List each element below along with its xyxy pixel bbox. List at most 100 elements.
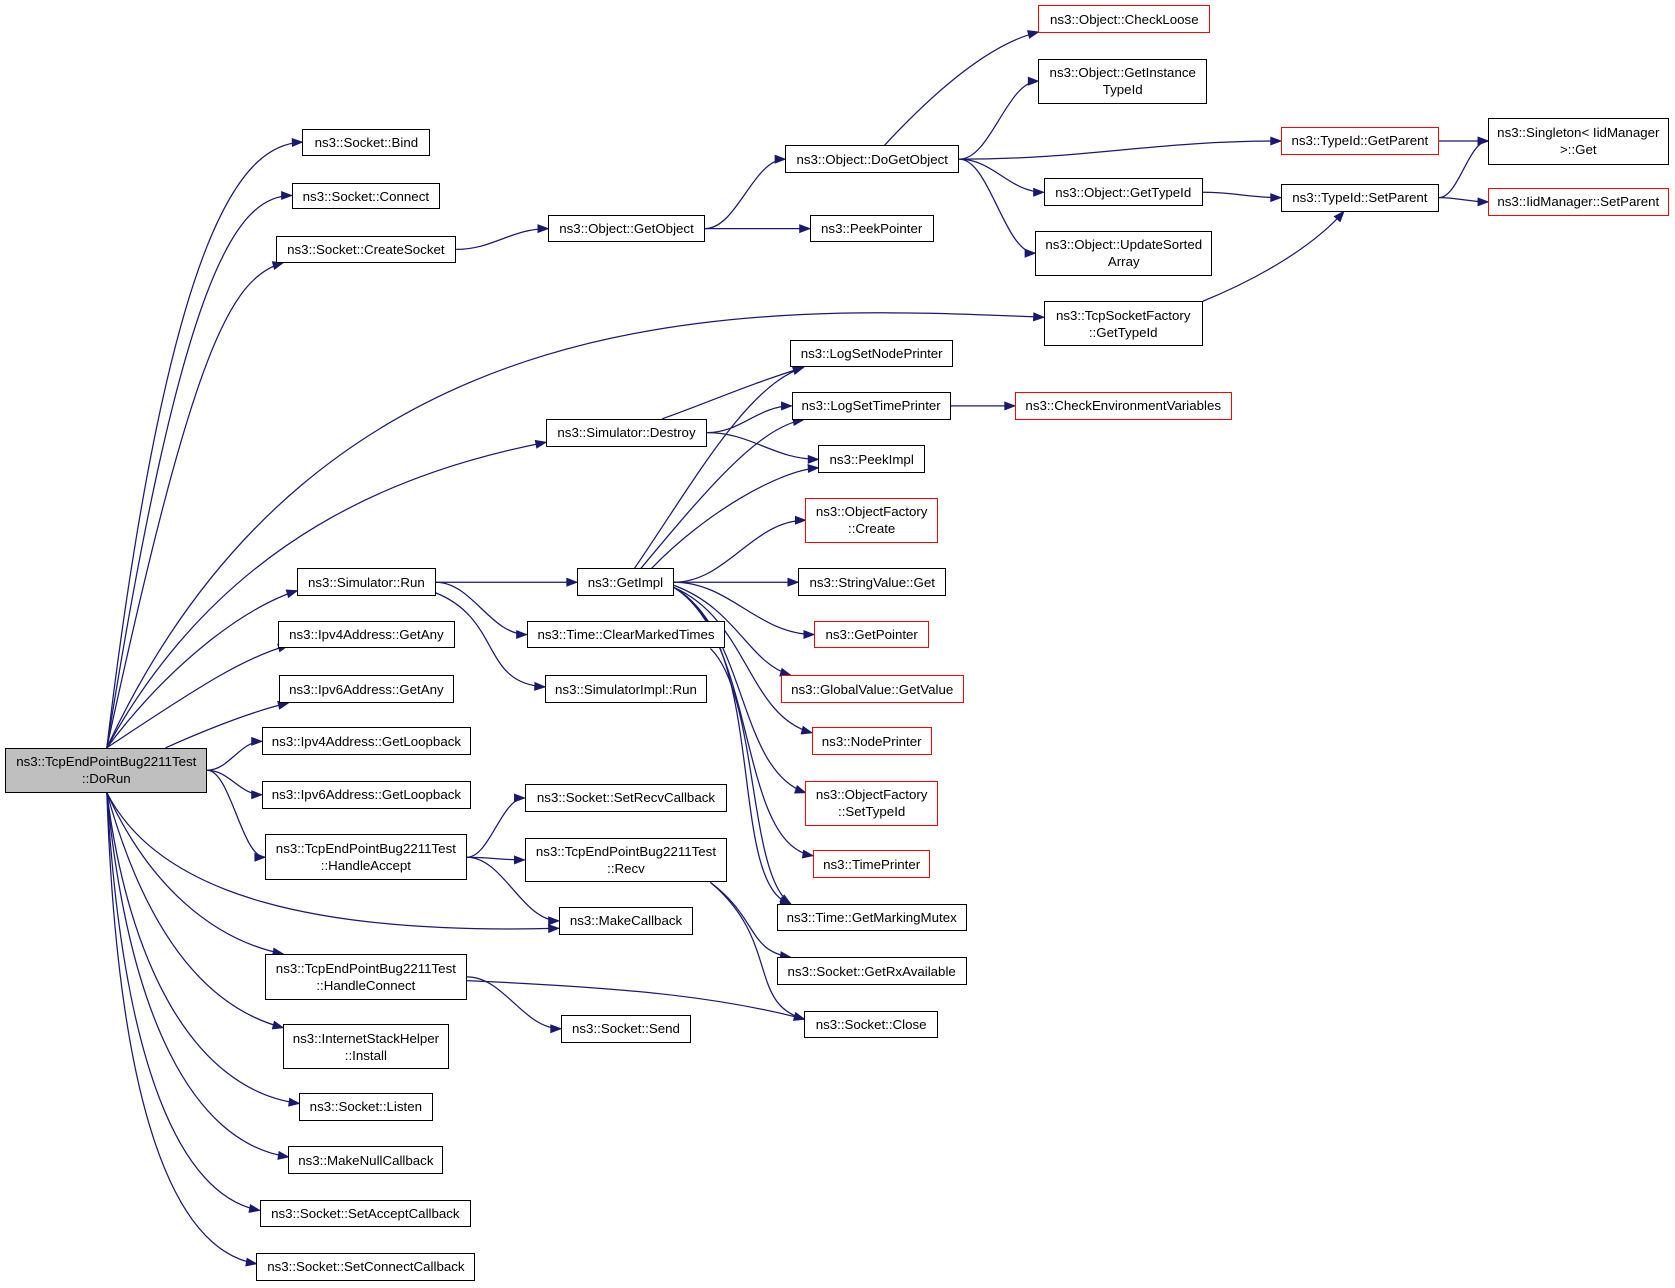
node-logsetnodeprinter[interactable]: ns3::LogSetNodePrinter — [790, 339, 953, 368]
arrowhead-dorun-to-handleaccept — [254, 852, 267, 862]
edge-recv-to-socketclose — [709, 881, 805, 1020]
edge-dorun-to-setacceptcb — [106, 792, 260, 1211]
edge-dorun-to-handleaccept — [207, 769, 266, 858]
node-objfactorycreate[interactable]: ns3::ObjectFactory ::Create — [805, 497, 938, 543]
node-makenullcb[interactable]: ns3::MakeNullCallback — [288, 1146, 444, 1174]
node-clearmarked[interactable]: ns3::Time::ClearMarkedTimes — [526, 620, 726, 649]
arrowhead-getimpl-to-objfactorycreate — [794, 515, 807, 525]
arrowhead-simrun-to-getimpl — [566, 577, 579, 587]
node-simimplrun[interactable]: ns3::SimulatorImpl::Run — [544, 675, 708, 703]
node-peekpointer[interactable]: ns3::PeekPointer — [809, 214, 934, 243]
node-bind[interactable]: ns3::Socket::Bind — [302, 129, 431, 156]
node-checkenv[interactable]: ns3::CheckEnvironmentVariables — [1014, 392, 1232, 420]
node-getrxavailable[interactable]: ns3::Socket::GetRxAvailable — [776, 957, 967, 985]
edge-dogetobject-to-checkloose — [884, 31, 1039, 146]
node-objfactorysettypeid[interactable]: ns3::ObjectFactory ::SetTypeId — [805, 780, 938, 826]
node-createsocket[interactable]: ns3::Socket::CreateSocket — [275, 236, 457, 263]
arrowhead-dorun-to-bind — [291, 137, 304, 147]
edge-getimpl-to-logsetnodeprinter — [634, 366, 804, 569]
arrowhead-dorun-to-connect — [281, 190, 294, 201]
arrowhead-handleaccept-to-makecallback — [548, 916, 561, 926]
node-setconnectcb[interactable]: ns3::Socket::SetConnectCallback — [256, 1253, 476, 1281]
edge-dorun-to-internetstack — [106, 792, 284, 1029]
node-handleaccept[interactable]: ns3::TcpEndPointBug2211Test ::HandleAcce… — [264, 834, 467, 881]
node-logsettimeprinter[interactable]: ns3::LogSetTimePrinter — [791, 392, 951, 420]
node-recv[interactable]: ns3::TcpEndPointBug2211Test ::Recv — [524, 837, 728, 883]
node-setrecvcb[interactable]: ns3::Socket::SetRecvCallback — [524, 784, 728, 812]
edge-typeidsetparent-to-singletonget — [1438, 140, 1489, 199]
node-socketsend[interactable]: ns3::Socket::Send — [560, 1014, 692, 1043]
edge-dorun-to-simdestroy — [106, 441, 546, 749]
node-ipv6any[interactable]: ns3::Ipv6Address::GetAny — [278, 675, 454, 703]
node-handleconnect[interactable]: ns3::TcpEndPointBug2211Test ::HandleConn… — [264, 953, 467, 1000]
arrowhead-typeidsetparent-to-singletonget — [1477, 136, 1490, 146]
arrowhead-dogetobject-to-objectgettypeid — [1033, 187, 1046, 197]
arrowhead-dorun-to-simrun — [285, 589, 299, 599]
edge-handleconnect-to-socketsend — [466, 976, 561, 1030]
edge-dorun-to-ipv4loop — [207, 740, 262, 771]
edge-recv-to-getrxavailable — [710, 881, 791, 958]
node-globalvalue[interactable]: ns3::GlobalValue::GetValue — [780, 675, 964, 703]
node-singletonget[interactable]: ns3::Singleton< IidManager >::Get — [1488, 117, 1669, 165]
arrowhead-simdestroy-to-logsettimeprinter — [781, 401, 793, 411]
node-socketclose[interactable]: ns3::Socket::Close — [804, 1010, 938, 1039]
edge-dorun-to-makecallback — [106, 792, 559, 930]
arrowhead-dorun-to-makenullcb — [277, 1150, 290, 1160]
node-ipv6loop[interactable]: ns3::Ipv6Address::GetLoopback — [261, 780, 472, 809]
edge-simrun-to-simimplrun — [435, 592, 545, 688]
node-ipv4any[interactable]: ns3::Ipv4Address::GetAny — [277, 620, 456, 649]
arrowhead-dogetobject-to-getinstancetypeid — [1027, 76, 1040, 86]
arrowhead-handleaccept-to-setrecvcb — [514, 793, 526, 803]
node-checkloose[interactable]: ns3::Object::CheckLoose — [1038, 5, 1211, 34]
node-setacceptcb[interactable]: ns3::Socket::SetAcceptCallback — [259, 1199, 472, 1228]
node-tcpsocketfactory[interactable]: ns3::TcpSocketFactory ::GetTypeId — [1043, 301, 1203, 347]
node-iidsetparent[interactable]: ns3::IidManager::SetParent — [1488, 188, 1669, 216]
edge-dorun-to-createsocket — [106, 262, 284, 748]
node-getobject[interactable]: ns3::Object::GetObject — [548, 214, 706, 243]
arrowhead-dorun-to-ipv4loop — [251, 736, 264, 746]
edge-dorun-to-tcpsocketfactory — [106, 312, 1044, 749]
node-makecallback[interactable]: ns3::MakeCallback — [558, 906, 694, 935]
arrowhead-getimpl-to-objfactorysettypeid — [794, 784, 807, 794]
node-objectgettypeid[interactable]: ns3::Object::GetTypeId — [1043, 178, 1203, 207]
node-listen[interactable]: ns3::Socket::Listen — [299, 1092, 433, 1121]
node-simrun[interactable]: ns3::Simulator::Run — [296, 568, 436, 597]
edge-getimpl-to-nodeprinter — [673, 586, 813, 734]
edge-createsocket-to-getobject — [456, 227, 549, 251]
arrowhead-dorun-to-createsocket — [271, 261, 285, 270]
node-ipv4loop[interactable]: ns3::Ipv4Address::GetLoopback — [261, 727, 472, 756]
node-updatesorted[interactable]: ns3::Object::UpdateSorted Array — [1035, 230, 1213, 276]
arrowhead-dorun-to-ipv6loop — [251, 790, 264, 800]
node-nodeprinter[interactable]: ns3::NodePrinter — [811, 727, 932, 756]
arrowhead-handleaccept-to-recv — [514, 855, 526, 865]
arrowhead-dorun-to-setacceptcb — [248, 1204, 261, 1213]
arrowhead-simrun-to-clearmarked — [516, 630, 529, 640]
node-getimpl[interactable]: ns3::GetImpl — [576, 568, 675, 597]
node-stringvalueget[interactable]: ns3::StringValue::Get — [797, 568, 947, 597]
node-getmarkingmutex[interactable]: ns3::Time::GetMarkingMutex — [776, 903, 967, 932]
edge-getimpl-to-timeprinter — [673, 587, 814, 857]
node-getinstancetypeid[interactable]: ns3::Object::GetInstance TypeId — [1038, 58, 1208, 104]
edge-dorun-to-bind — [106, 141, 303, 748]
arrowhead-typeidsetparent-to-iidsetparent — [1477, 197, 1490, 207]
edge-getimpl-to-getmarkingmutex — [673, 586, 791, 905]
node-dogetobject[interactable]: ns3::Object::DoGetObject — [785, 145, 960, 174]
node-timeprinter[interactable]: ns3::TimePrinter — [812, 850, 931, 879]
edge-simdestroy-to-peekimpl — [707, 432, 819, 460]
node-peekimpl[interactable]: ns3::PeekImpl — [818, 445, 926, 474]
node-typeidsetparent[interactable]: ns3::TypeId::SetParent — [1280, 183, 1439, 212]
arrowhead-simdestroy-to-peekimpl — [807, 454, 820, 464]
arrowhead-getimpl-to-timeprinter — [801, 849, 815, 859]
arrowhead-getimpl-to-getpointer — [803, 630, 816, 640]
edge-dorun-to-connect — [106, 194, 292, 748]
node-internetstack[interactable]: ns3::InternetStackHelper ::Install — [283, 1024, 449, 1070]
edge-getimpl-to-globalvalue — [673, 584, 791, 676]
edge-handleaccept-to-makecallback — [466, 856, 559, 922]
edge-dogetobject-to-typeidgetparent — [959, 140, 1281, 160]
node-getpointer[interactable]: ns3::GetPointer — [813, 620, 930, 649]
node-typeidgetparent[interactable]: ns3::TypeId::GetParent — [1280, 127, 1439, 155]
node-simdestroy[interactable]: ns3::Simulator::Destroy — [545, 418, 708, 447]
node-connect[interactable]: ns3::Socket::Connect — [291, 182, 441, 210]
